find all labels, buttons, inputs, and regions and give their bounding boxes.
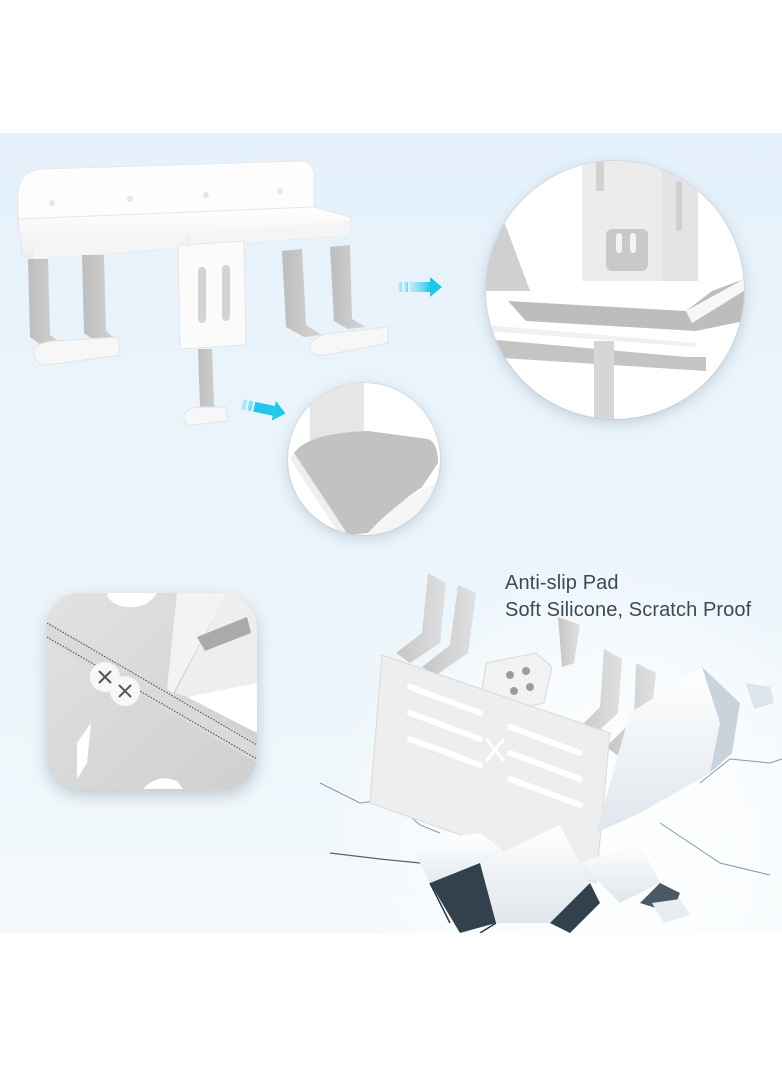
anti-slip-detail-circle (486, 161, 744, 419)
rack-product-image (17, 160, 389, 425)
anti-slip-detail-image (486, 161, 744, 419)
infographic-panel: Anti-slip Pad Soft Silicone, Scratch Pro… (0, 133, 782, 933)
foot-pad-detail-image (290, 383, 440, 535)
anti-slip-subtitle: Soft Silicone, Scratch Proof (505, 599, 752, 621)
anti-slip-title: Anti-slip Pad (505, 572, 619, 594)
foot-pad-detail-circle (288, 383, 440, 535)
anti-slip-caption: Anti-slip Pad Soft Silicone, Scratch Pro… (505, 570, 751, 624)
rack-breaking-wall-image (319, 573, 782, 933)
arrow-right-icon (398, 277, 442, 297)
iron-material-detail-square (47, 593, 257, 789)
iron-material-detail-image (47, 593, 257, 789)
arrow-down-right-icon (241, 399, 286, 421)
